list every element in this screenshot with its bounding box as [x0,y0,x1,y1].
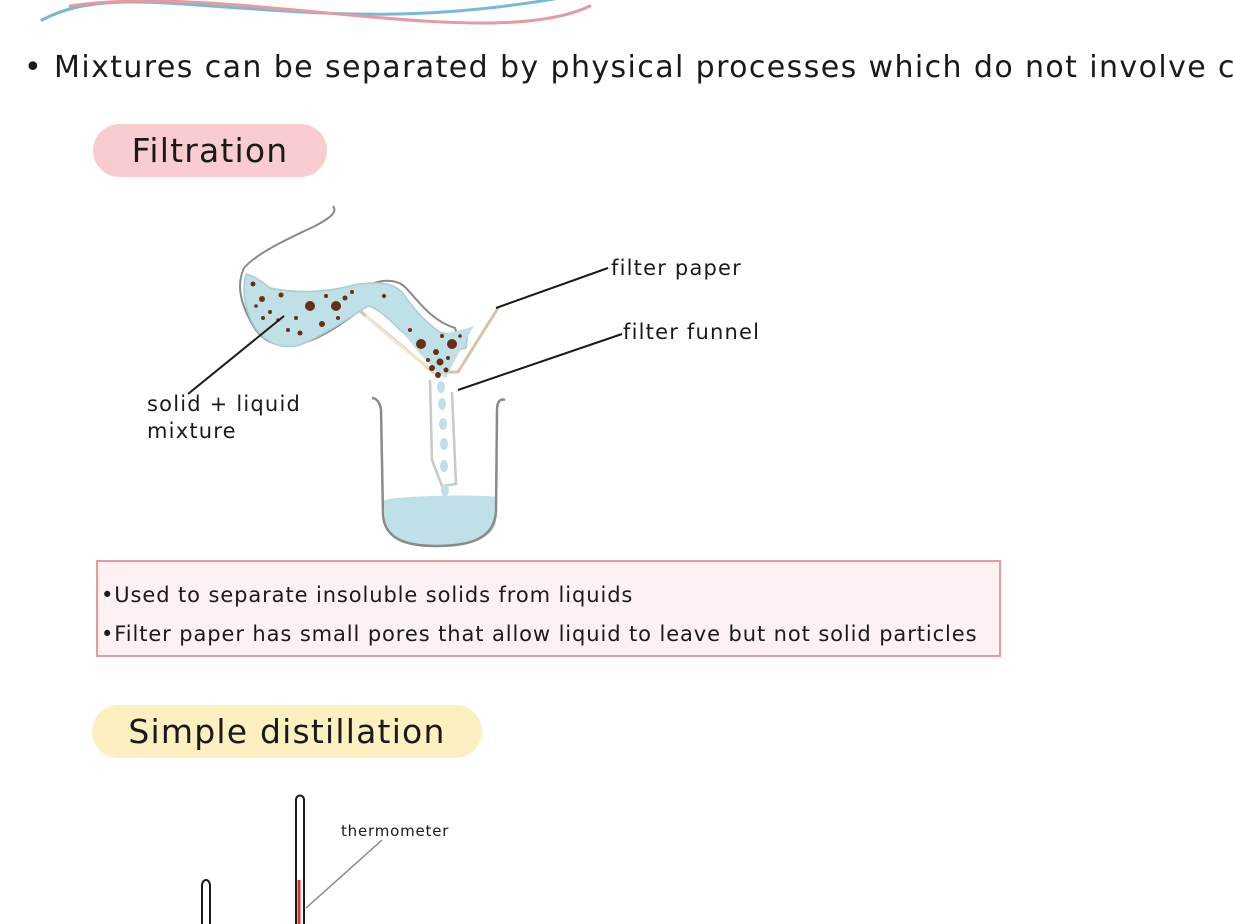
mixture-label: solid + liquid mixture [147,391,307,445]
pouring-flask-icon [239,205,469,351]
filtration-diagram [187,205,623,548]
mixture-label-line2: mixture [147,419,237,443]
wavy-lines-decoration [40,0,592,25]
filtration-notes-box: •Used to separate insoluble solids from … [96,560,1001,657]
simple-distillation-heading-text: Simple distillation [128,712,446,751]
filter-paper-label: filter paper [611,256,743,280]
filter-funnel-label: filter funnel [623,320,761,344]
filtration-note-1: •Used to separate insoluble solids from … [101,583,634,607]
filtration-note-2: •Filter paper has small pores that allow… [101,622,978,646]
beaker-icon [371,396,506,548]
mixture-label-line1: solid + liquid [147,392,302,416]
filtration-heading: Filtration [93,124,327,177]
filtration-heading-text: Filtration [131,131,289,170]
funnel-icon [359,307,500,496]
bullet: • [24,50,44,85]
simple-distillation-heading: Simple distillation [92,705,482,758]
intro-sentence: • Mixtures can be separated by physical … [24,50,1233,85]
intro-text: Mixtures can be separated by physical pr… [54,50,1233,85]
thermometer-label: thermometer [341,822,450,840]
thermometer-icon [295,794,305,924]
